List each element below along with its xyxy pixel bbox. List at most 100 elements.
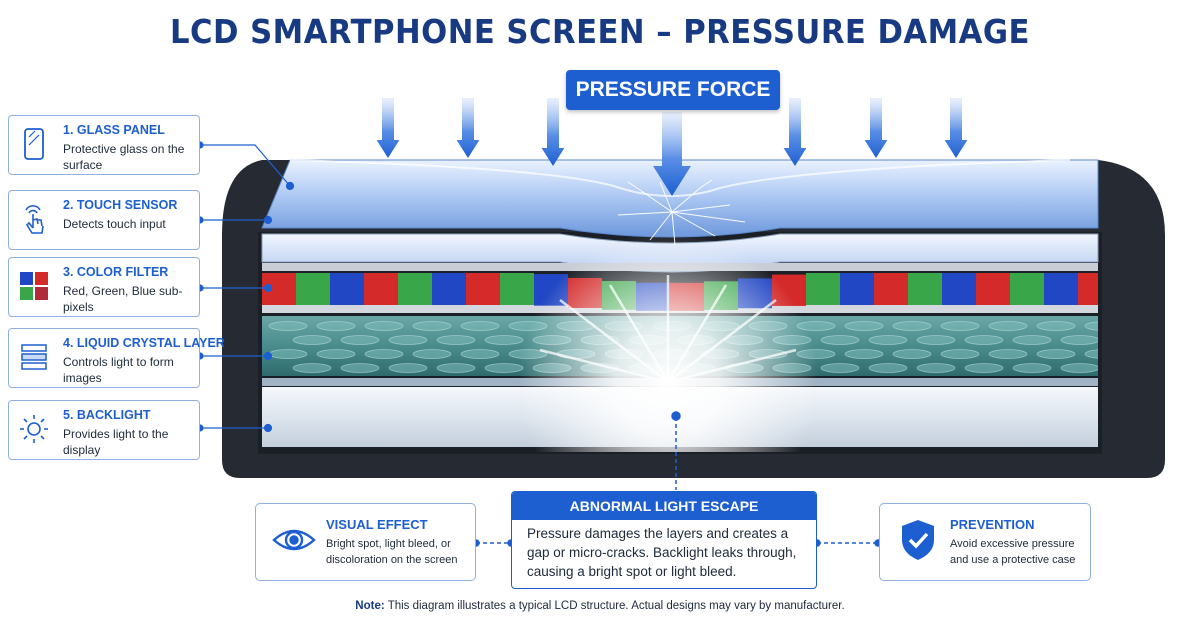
prevention-title: PREVENTION: [950, 517, 1035, 532]
liquid-crystal-cell: [1060, 363, 1098, 373]
legend-title: 3. COLOR FILTER: [63, 265, 169, 279]
note-text: This diagram illustrates a typical LCD s…: [387, 600, 845, 612]
liquid-crystal-cell: [436, 363, 476, 373]
liquid-crystal-cell: [868, 363, 908, 373]
legend-glass-panel: 1. GLASS PANEL Protective glass on the s…: [8, 115, 200, 175]
liquid-crystal-cell: [388, 335, 428, 345]
color-filter-subpixel: [942, 273, 976, 305]
liquid-crystal-cell: [388, 363, 428, 373]
liquid-crystal-cell: [1036, 321, 1076, 331]
liquid-crystal-cell: [916, 335, 956, 345]
color-filter-subpixel: [364, 273, 398, 305]
liquid-crystal-cell: [268, 349, 308, 359]
liquid-crystal-cell: [316, 349, 356, 359]
color-filter-subpixel: [432, 273, 466, 305]
prevention-card: PREVENTION Avoid excessive pressure and …: [879, 503, 1091, 581]
pressure-arrow-icon: [864, 98, 888, 158]
legend-color-filter: 3. COLOR FILTER Red, Green, Blue sub-pix…: [8, 257, 200, 317]
legend-description: Controls light to form images: [63, 355, 174, 385]
liquid-crystal-cell: [340, 335, 380, 345]
legend-backlight: 5. BACKLIGHT Provides light to the displ…: [8, 400, 200, 460]
light-escape-card: ABNORMAL LIGHT ESCAPE Pressure damages t…: [511, 491, 817, 589]
liquid-crystal-cell: [988, 321, 1028, 331]
pressure-arrow-icon: [456, 98, 480, 158]
color-filter-subpixel: [874, 273, 908, 305]
legend-title: 5. BACKLIGHT: [63, 408, 151, 422]
liquid-crystal-cell: [820, 335, 860, 345]
liquid-crystal-cell: [1012, 363, 1052, 373]
page-title: LCD SMARTPHONE SCREEN – PRESSURE DAMAGE: [170, 12, 1030, 51]
liquid-crystal-cell: [1060, 335, 1098, 345]
liquid-crystal-cell: [292, 335, 332, 345]
liquid-crystal-cell: [1084, 321, 1098, 331]
light-escape-title: ABNORMAL LIGHT ESCAPE: [512, 492, 816, 520]
touch-hand-icon: [15, 199, 53, 239]
liquid-crystal-cell: [988, 349, 1028, 359]
liquid-crystal-cell: [340, 363, 380, 373]
liquid-crystal-cell: [820, 363, 860, 373]
color-filter-subpixel: [1078, 273, 1098, 305]
visual-effect-description: Bright spot, light bleed, or discolorati…: [326, 538, 458, 566]
color-filter-subpixel: [976, 273, 1010, 305]
liquid-crystal-cell: [316, 321, 356, 331]
liquid-crystal-cell: [460, 321, 500, 331]
liquid-crystal-cell: [364, 349, 404, 359]
color-filter-subpixel: [1010, 273, 1044, 305]
legend-description: Red, Green, Blue sub-pixels: [63, 284, 183, 314]
color-filter-subpixel: [806, 273, 840, 305]
legend-description: Detects touch input: [63, 217, 166, 231]
liquid-crystal-cell: [916, 363, 956, 373]
visual-effect-title: VISUAL EFFECT: [326, 517, 428, 532]
color-filter-subpixel: [330, 273, 364, 305]
pressure-arrow-icon: [653, 112, 691, 196]
legend-touch-sensor: 2. TOUCH SENSOR Detects touch input: [8, 190, 200, 250]
color-filter-subpixel: [500, 273, 534, 305]
liquid-crystal-cell: [412, 321, 452, 331]
color-filter-subpixel: [466, 273, 500, 305]
pressure-arrow-icon: [783, 98, 807, 166]
lcd-stack-icon: [15, 337, 53, 377]
footnote: Note: This diagram illustrates a typical…: [0, 600, 1200, 612]
liquid-crystal-cell: [412, 349, 452, 359]
pressure-arrow-icon: [376, 98, 400, 158]
pressure-force-label: PRESSURE FORCE: [566, 70, 780, 110]
legend-description: Provides light to the display: [63, 427, 169, 457]
legend-title: 2. TOUCH SENSOR: [63, 198, 178, 212]
liquid-crystal-cell: [484, 363, 524, 373]
liquid-crystal-cell: [844, 321, 884, 331]
liquid-crystal-cell: [868, 335, 908, 345]
liquid-crystal-cell: [964, 335, 1004, 345]
liquid-crystal-cell: [892, 321, 932, 331]
legend-title: 1. GLASS PANEL: [63, 123, 165, 137]
legend-liquid-crystal: 4. LIQUID CRYSTAL LAYER Controls light t…: [8, 328, 225, 388]
liquid-crystal-cell: [892, 349, 932, 359]
pressure-arrows: [376, 98, 968, 196]
shield-check-icon: [894, 516, 942, 564]
liquid-crystal-cell: [460, 349, 500, 359]
phone-glass-icon: [15, 124, 53, 164]
eye-icon: [270, 516, 318, 564]
visual-effect-card: VISUAL EFFECT Bright spot, light bleed, …: [255, 503, 476, 581]
pressure-arrow-icon: [541, 98, 565, 166]
note-label: Note:: [355, 600, 385, 612]
liquid-crystal-cell: [268, 321, 308, 331]
liquid-crystal-cell: [940, 349, 980, 359]
color-filter-subpixel: [296, 273, 330, 305]
sun-icon: [15, 409, 53, 449]
light-escape-description: Pressure damages the layers and creates …: [527, 526, 797, 579]
color-filter-subpixel: [1044, 273, 1078, 305]
liquid-crystal-cell: [964, 363, 1004, 373]
liquid-crystal-cell: [940, 321, 980, 331]
liquid-crystal-cell: [484, 335, 524, 345]
legend-title: 4. LIQUID CRYSTAL LAYER: [63, 336, 225, 350]
rgb-squares-icon: [15, 266, 53, 306]
color-filter-subpixel: [398, 273, 432, 305]
liquid-crystal-cell: [1012, 335, 1052, 345]
liquid-crystal-cell: [1036, 349, 1076, 359]
liquid-crystal-cell: [364, 321, 404, 331]
liquid-crystal-cell: [844, 349, 884, 359]
color-filter-subpixel: [840, 273, 874, 305]
pressure-arrow-icon: [944, 98, 968, 158]
liquid-crystal-cell: [292, 363, 332, 373]
